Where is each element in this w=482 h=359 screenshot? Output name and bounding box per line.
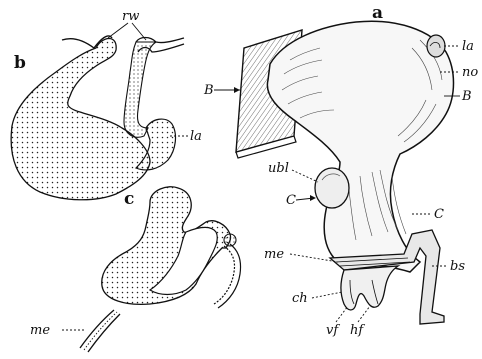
label-c-right: C: [434, 207, 444, 222]
label-ubl: ubl: [268, 161, 289, 176]
panel-a-section: a la no B B ubl C C me bs ch vf hf: [203, 3, 478, 338]
panel-c-section: c me: [30, 187, 241, 352]
label-b-right: B: [461, 89, 472, 104]
label-la-a: la: [462, 39, 474, 54]
label-c-left: C: [286, 193, 296, 208]
label-la-b: la: [190, 129, 202, 144]
label-hf: hf: [350, 323, 365, 338]
label-rw: rw: [122, 9, 139, 24]
label-me-c: me: [30, 323, 50, 338]
label-me-a: me: [264, 247, 284, 262]
lower-folds: [341, 266, 398, 310]
label-no: no: [462, 65, 478, 80]
label-bs: bs: [450, 259, 465, 274]
label-b-left: B: [203, 83, 214, 98]
label-ch: ch: [292, 291, 308, 306]
label-vf: vf: [326, 323, 340, 338]
panel-a-letter: a: [372, 3, 383, 23]
panel-b-section: b rw la: [11, 9, 202, 200]
panel-b-letter: b: [14, 53, 26, 73]
panel-c-letter: c: [124, 189, 134, 209]
